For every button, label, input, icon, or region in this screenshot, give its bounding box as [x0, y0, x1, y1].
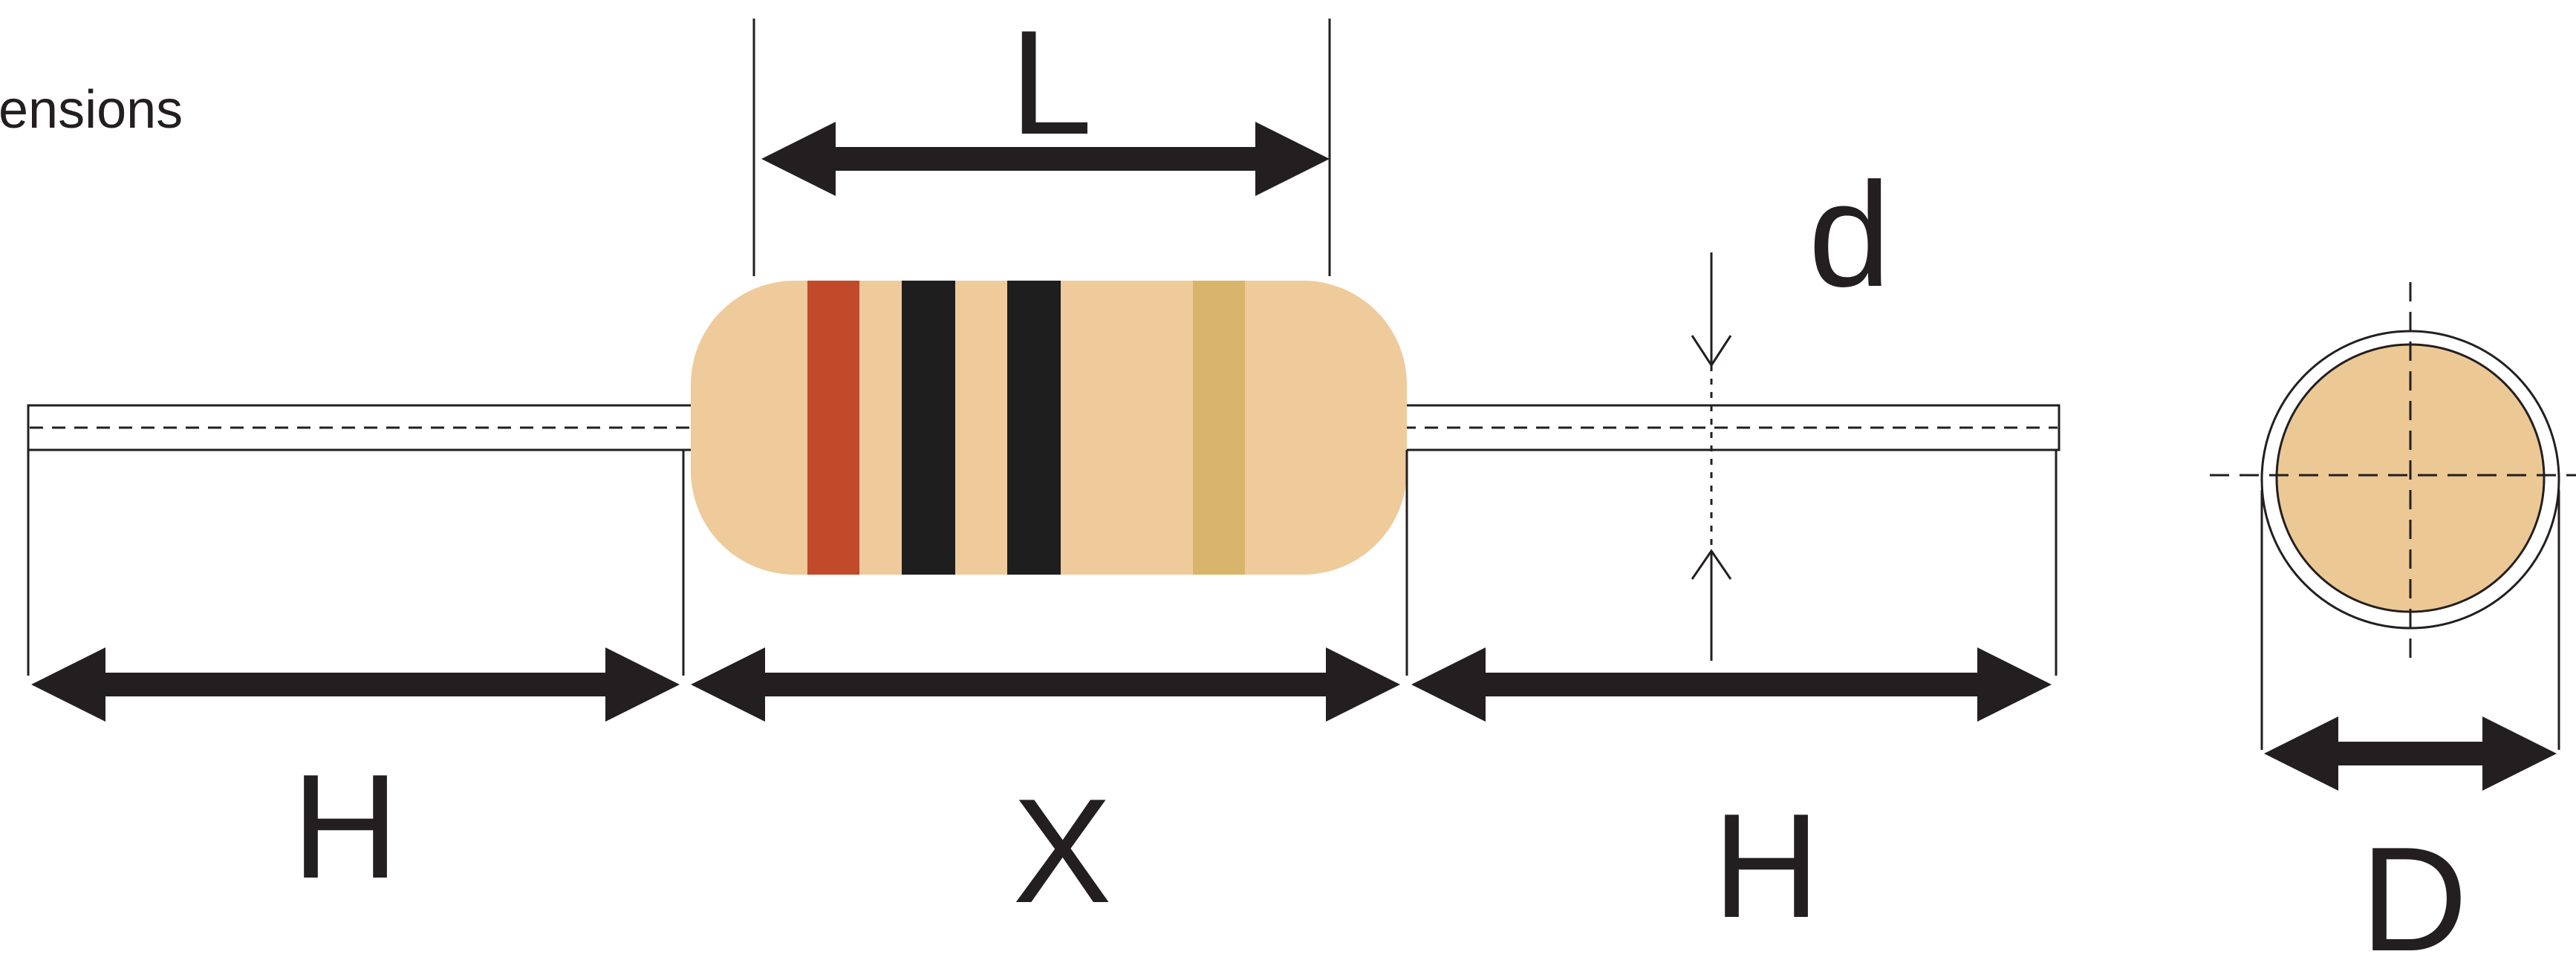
label-D: D [2361, 817, 2468, 957]
dimensions-title: ensions [0, 80, 183, 140]
lead-left [27, 404, 698, 451]
end-view [2210, 282, 2576, 750]
dimension-X: X [691, 647, 1400, 934]
dimension-d: d [1691, 152, 1891, 661]
dimension-H-right: H [1411, 647, 2052, 949]
dimension-L: L [752, 0, 1331, 276]
label-L: L [1009, 0, 1092, 166]
label-X: X [1012, 768, 1111, 934]
color-band-2 [902, 281, 955, 575]
label-d: d [1808, 152, 1890, 318]
bottom-extension-lines [27, 450, 2058, 676]
color-band-4 [1193, 281, 1245, 575]
lead-right [1399, 404, 2061, 451]
color-band-3 [1007, 281, 1061, 575]
resistor-body [691, 281, 1407, 575]
color-band-1 [807, 281, 859, 575]
dimension-H-left: H [31, 647, 680, 909]
label-H-right: H [1713, 783, 1820, 949]
dimension-D: D [2264, 716, 2557, 957]
label-H-left: H [292, 744, 399, 909]
